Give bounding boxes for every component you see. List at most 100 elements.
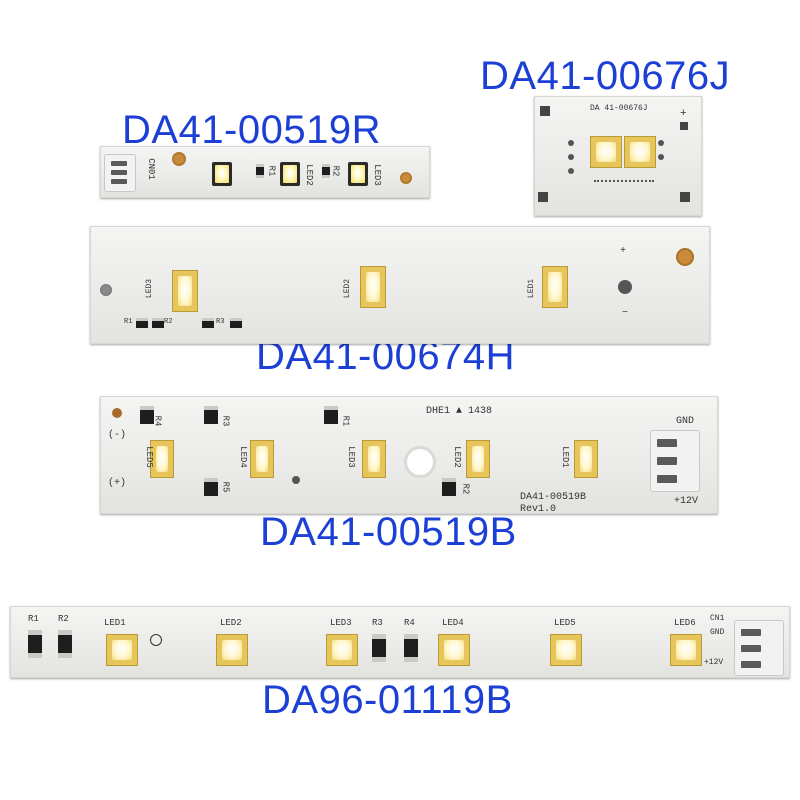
label-da96-01119b: DA96-01119B xyxy=(262,678,513,722)
label-da41-00519b: DA41-00519B xyxy=(260,510,517,554)
resistor xyxy=(136,318,148,328)
mount-hole xyxy=(400,172,412,184)
silk-gnd: GND xyxy=(710,628,725,637)
resistor xyxy=(230,318,242,328)
silk-rev: Rev1.0 xyxy=(520,504,557,515)
led xyxy=(624,136,656,168)
connector xyxy=(734,620,784,676)
via xyxy=(658,140,664,146)
silk-led1: LED1 xyxy=(104,618,126,628)
silk-led3: LED3 xyxy=(330,618,352,628)
resistor xyxy=(442,478,456,496)
resistor xyxy=(204,406,218,424)
silk-r2: R2 xyxy=(58,614,69,624)
led xyxy=(216,634,248,666)
led xyxy=(326,634,358,666)
resistor xyxy=(322,164,330,178)
silk-led3: LED3 xyxy=(371,164,382,186)
silk-led4: LED4 xyxy=(442,618,464,628)
silk-minus: (-) xyxy=(108,430,127,441)
silk-led2: LED2 xyxy=(303,164,314,186)
connector-pin xyxy=(657,439,677,447)
resistor xyxy=(28,630,42,658)
led-board-da41-00519r: CN01 R1 LED2 R2 LED3 xyxy=(100,146,430,198)
mount-hole xyxy=(172,152,186,166)
resistor xyxy=(204,478,218,496)
resistor xyxy=(152,318,164,328)
led xyxy=(106,634,138,666)
silk-led5: LED5 xyxy=(143,446,154,468)
led xyxy=(670,634,702,666)
led-board-da41-00676j: DA 41-00676J + xyxy=(534,96,702,216)
silk-cn01: CN01 xyxy=(145,158,156,180)
silk-r4: R4 xyxy=(152,415,163,427)
resistor xyxy=(404,634,418,662)
connector-pin xyxy=(657,457,677,465)
led xyxy=(172,270,198,312)
mount-hole xyxy=(100,284,112,296)
connector-pin xyxy=(741,629,761,636)
silk-r3: R3 xyxy=(220,415,231,427)
led xyxy=(542,266,568,308)
silk-r3: R3 xyxy=(216,318,225,326)
mount-hole xyxy=(676,248,694,266)
led xyxy=(438,634,470,666)
connector-pin xyxy=(111,179,127,184)
pad xyxy=(680,192,690,202)
connector-pin xyxy=(741,645,761,652)
silk-r4: R4 xyxy=(404,618,415,628)
label-da41-00676j: DA41-00676J xyxy=(480,54,731,98)
silk-code: DA 41-00676J xyxy=(590,104,648,113)
via xyxy=(568,154,574,160)
silk-led3: LED3 xyxy=(145,278,155,299)
led xyxy=(150,440,174,478)
silk-gnd: GND xyxy=(676,416,695,427)
silk-led3: LED3 xyxy=(345,446,356,468)
silk-r3: R3 xyxy=(372,618,383,628)
led xyxy=(590,136,622,168)
silk-r2: R2 xyxy=(330,165,341,177)
via xyxy=(292,476,300,484)
polarity-marks: + − xyxy=(610,246,640,326)
connector-pin xyxy=(111,170,127,175)
silk-led1: LED1 xyxy=(527,278,537,299)
led xyxy=(360,266,386,308)
led-board-da96-01119b: R1 R2 LED1 LED2 LED3 R3 R4 LED4 LED5 LED… xyxy=(10,606,790,678)
led-board-da41-00519b: (-) (+) R4 LED5 R3 LED4 R5 R1 LED3 DHE1 … xyxy=(100,396,718,515)
silk-12v: +12V xyxy=(704,658,724,667)
led xyxy=(280,162,300,186)
dot-row xyxy=(594,180,654,184)
connector-pin xyxy=(111,161,127,166)
silk-part: DA41-00519B xyxy=(520,492,587,503)
mount-hole xyxy=(112,408,122,418)
silk-led4: LED4 xyxy=(237,446,248,468)
silk-r5: R5 xyxy=(220,481,231,493)
connector-pin xyxy=(657,475,677,483)
silk-led2: LED2 xyxy=(451,446,462,468)
silk-r1: R1 xyxy=(28,614,39,624)
led xyxy=(212,162,232,186)
mount-hole xyxy=(404,446,436,478)
led xyxy=(250,440,274,478)
led-board-da41-00674h: LED3 LED2 LED1 R1 R2 R3 + − xyxy=(90,226,710,344)
silk-plus: (+) xyxy=(108,478,127,489)
silk-12v: +12V xyxy=(674,496,699,507)
led xyxy=(574,440,598,478)
via xyxy=(658,154,664,160)
resistor xyxy=(372,634,386,662)
silk-cn1: CN1 xyxy=(710,614,725,623)
led xyxy=(348,162,368,186)
led xyxy=(362,440,386,478)
led xyxy=(466,440,490,478)
via xyxy=(568,140,574,146)
silk-led2: LED2 xyxy=(343,278,353,299)
led xyxy=(550,634,582,666)
label-da41-00519r: DA41-00519R xyxy=(122,108,381,152)
connector-pin xyxy=(741,661,761,668)
resistor xyxy=(256,164,264,178)
silk-r1: R1 xyxy=(340,415,351,427)
silk-r1: R1 xyxy=(124,318,133,326)
resistor xyxy=(202,318,214,328)
silk-r2: R2 xyxy=(164,318,173,326)
resistor xyxy=(324,406,338,424)
